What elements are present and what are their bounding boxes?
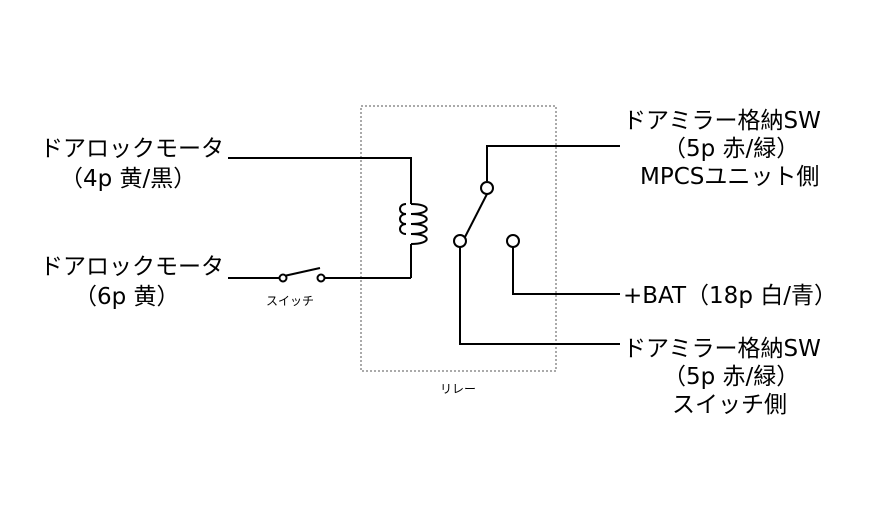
mirror-sw-bottom-side: スイッチ側 bbox=[672, 392, 787, 418]
door-lock-motor-top-name: ドアロックモータ bbox=[40, 136, 224, 162]
mirror-sw-top-name: ドアミラー格納SW bbox=[623, 108, 821, 134]
coil-top-wire bbox=[228, 157, 412, 197]
switch-label: スイッチ bbox=[266, 294, 314, 308]
switch-symbol bbox=[228, 267, 411, 283]
bat-label: +BAT（18p 白/青） bbox=[623, 283, 837, 309]
door-lock-motor-top-connector: （4p 黄/黒） bbox=[60, 166, 196, 192]
door-lock-motor-bottom-name: ドアロックモータ bbox=[40, 254, 224, 280]
relay-label: リレー bbox=[440, 382, 476, 396]
mirror-sw-top-side: MPCSユニット側 bbox=[640, 164, 819, 190]
door-lock-motor-bottom-connector: （6p 黄） bbox=[74, 284, 180, 310]
relay-contacts bbox=[453, 145, 620, 345]
mirror-sw-bottom-connector: （5p 赤/緑） bbox=[663, 364, 799, 390]
mirror-sw-bottom-name: ドアミラー格納SW bbox=[623, 336, 821, 362]
mirror-sw-top-connector: （5p 赤/緑） bbox=[663, 136, 799, 162]
relay-coil bbox=[399, 197, 428, 278]
relay-box bbox=[360, 105, 557, 372]
